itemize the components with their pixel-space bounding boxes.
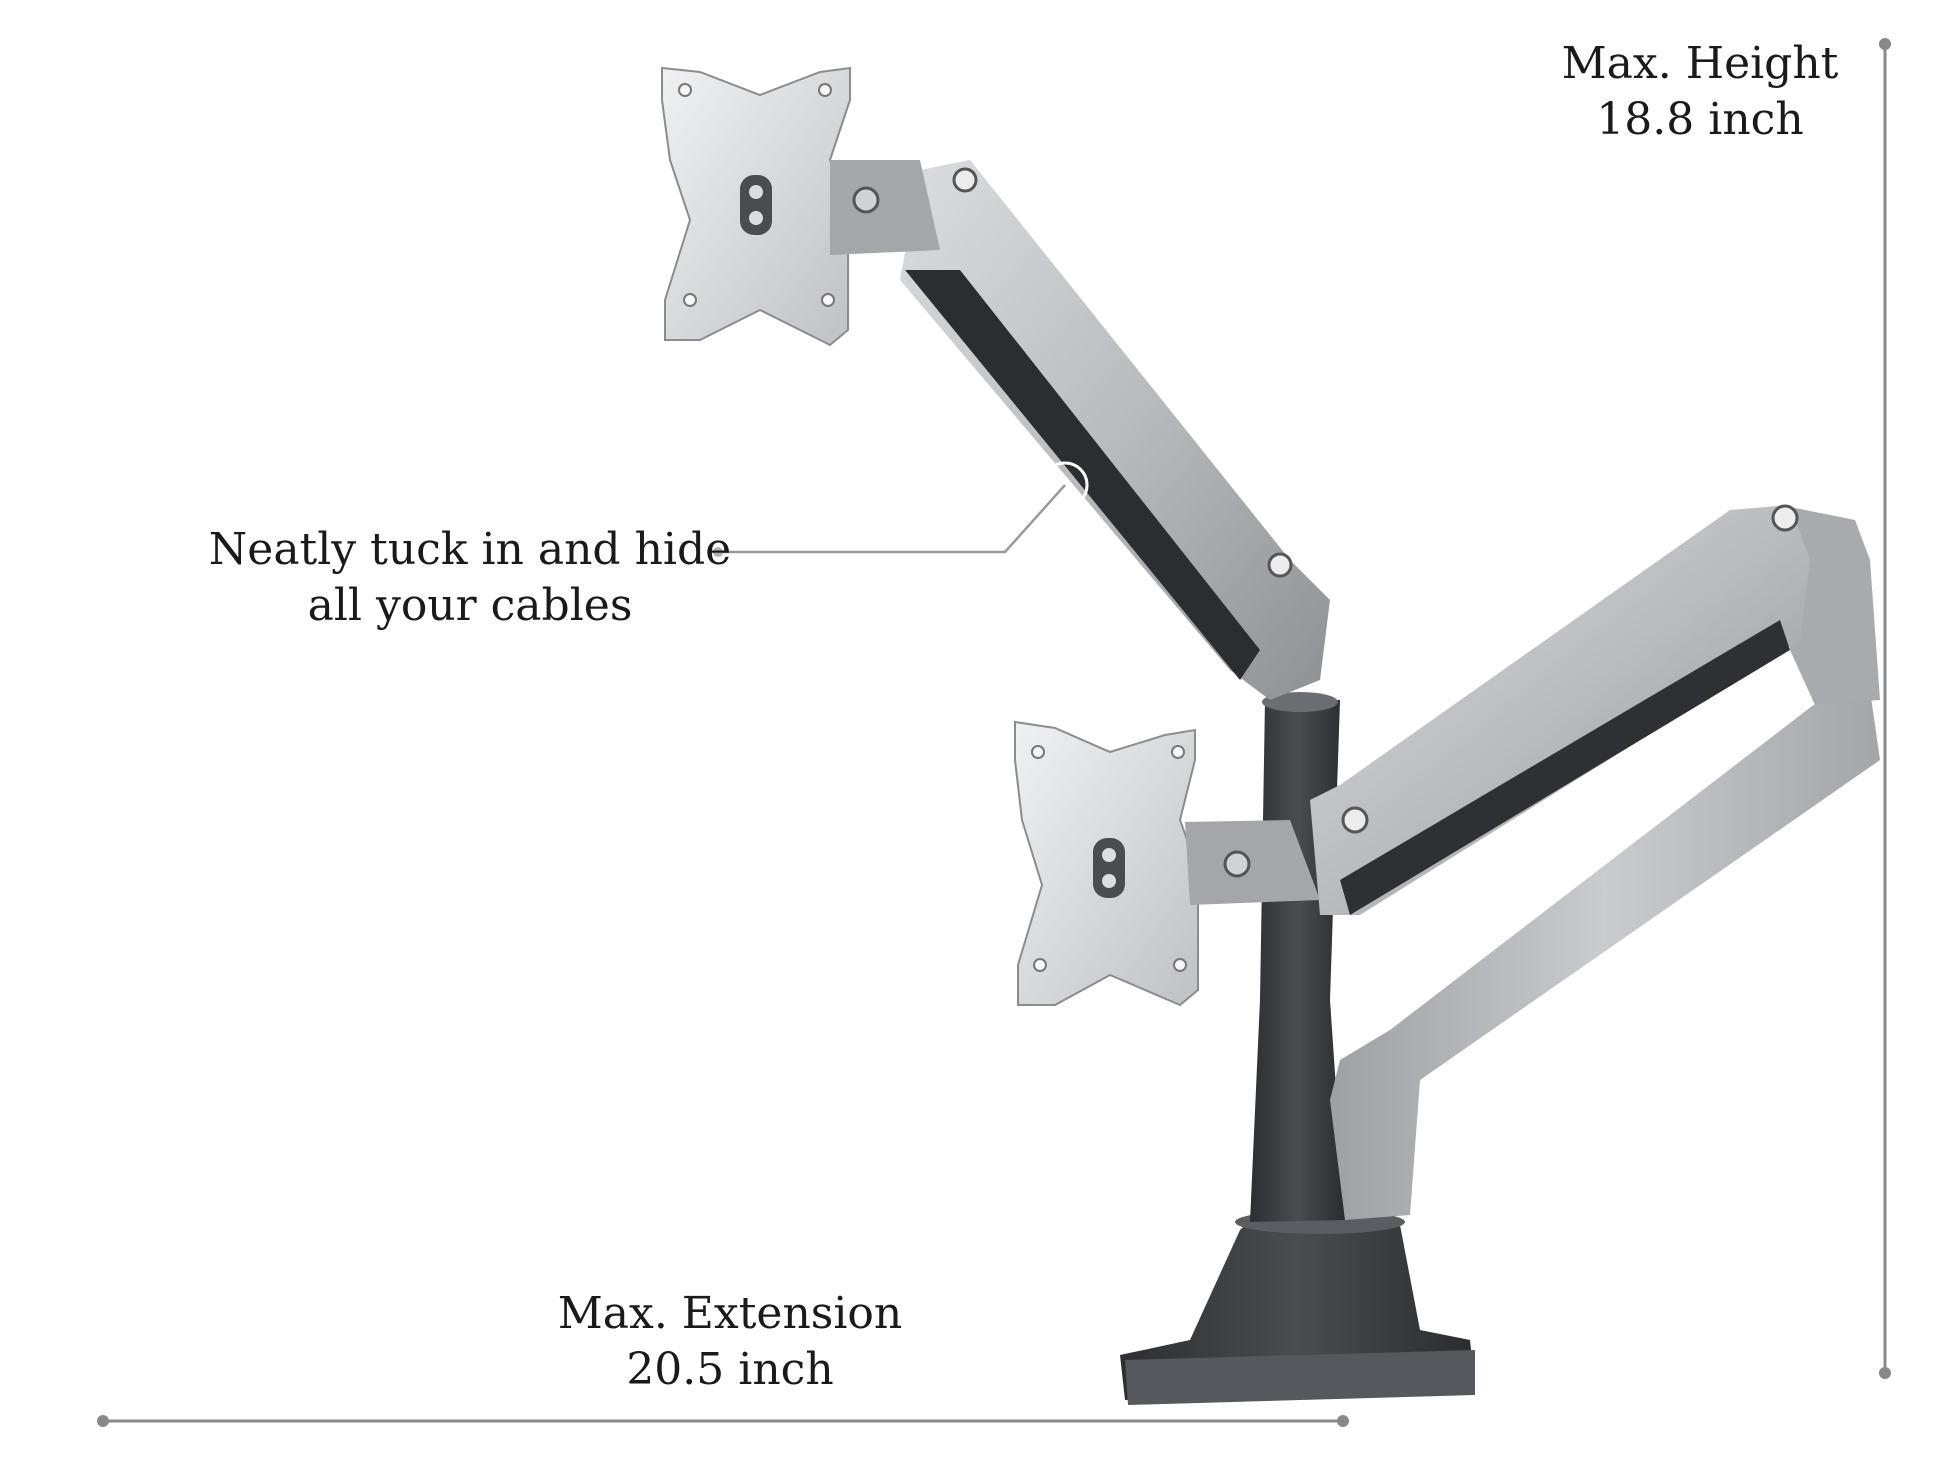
central-pole <box>1250 692 1345 1222</box>
bottom-vesa-plate <box>1014 720 1320 1007</box>
max-extension-title: Max. Extension <box>557 1288 903 1339</box>
cables-callout-line <box>713 484 1066 557</box>
max-extension-annotation: Max. Extension 20.5 inch <box>520 1286 940 1399</box>
cable-management-annotation: Neatly tuck in and hide all your cables <box>200 522 740 635</box>
cables-line-2: all your cables <box>307 580 633 632</box>
height-dimension-line <box>1879 38 1891 1379</box>
max-height-title: Max. Height <box>1561 38 1839 89</box>
right-gas-spring-arm <box>1310 504 1810 915</box>
max-extension-value: 20.5 inch <box>626 1344 834 1396</box>
extension-dimension-line <box>97 1415 1349 1427</box>
max-height-value: 18.8 inch <box>1596 94 1804 146</box>
max-height-annotation: Max. Height 18.8 inch <box>1520 36 1880 149</box>
upper-gas-spring-arm <box>900 160 1330 700</box>
desk-clamp-base <box>1120 1210 1475 1405</box>
cables-line-1: Neatly tuck in and hide <box>208 524 732 575</box>
top-vesa-plate <box>661 66 940 347</box>
